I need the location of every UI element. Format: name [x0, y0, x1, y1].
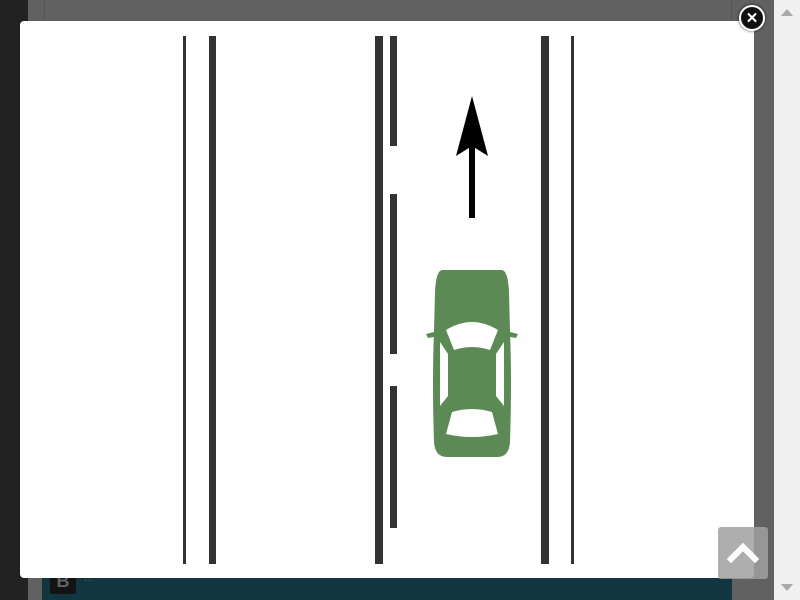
center-solid-line	[375, 36, 383, 564]
image-lightbox	[20, 21, 754, 578]
road-edge-line-right-outer	[571, 36, 574, 564]
road-edge-line-left-inner	[209, 36, 216, 564]
road-diagram-svg	[183, 36, 574, 564]
close-icon: ✕	[745, 10, 759, 27]
scroll-up-arrow-icon[interactable]	[781, 9, 793, 16]
road-edge-line-left-outer	[183, 36, 186, 564]
center-dashed-line-segment	[390, 194, 397, 354]
chevron-up-icon	[726, 542, 760, 564]
road-diagram-image	[35, 36, 739, 564]
back-to-top-button[interactable]	[718, 527, 768, 579]
road-edge-line-right-inner	[541, 36, 549, 564]
center-dashed-line-segment	[390, 386, 397, 528]
page-scrollbar[interactable]	[774, 0, 800, 600]
close-button[interactable]: ✕	[739, 5, 765, 31]
scroll-down-arrow-icon[interactable]	[781, 584, 793, 591]
car-icon	[426, 269, 518, 457]
direction-arrow-icon	[456, 96, 488, 218]
center-dashed-line-segment	[390, 36, 397, 146]
